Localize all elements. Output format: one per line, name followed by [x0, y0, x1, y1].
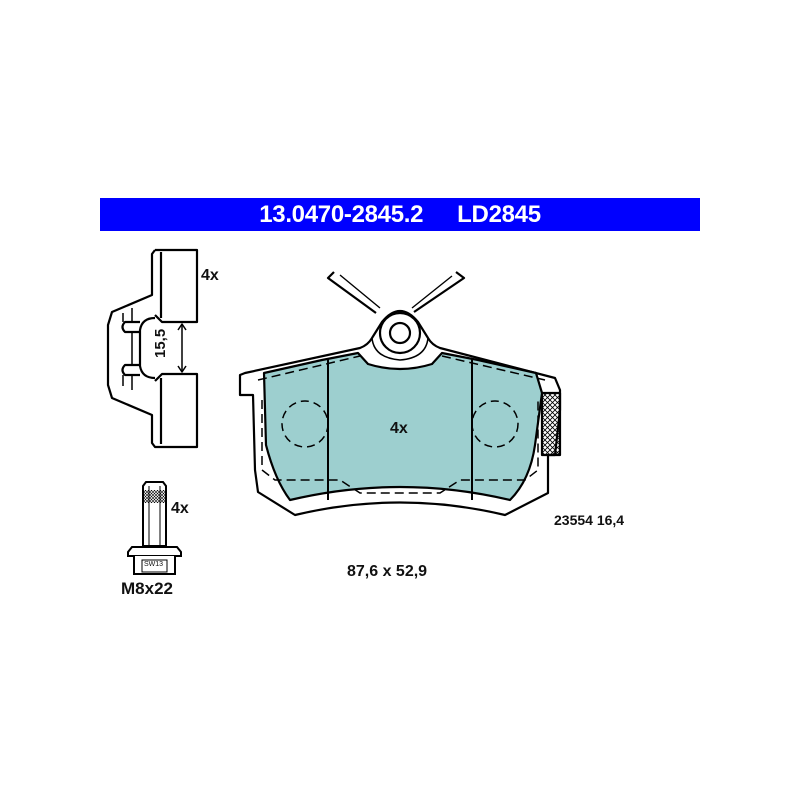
- part-number: 13.0470-2845.2: [259, 200, 424, 228]
- bolt-drawing: [127, 481, 182, 575]
- bolt-wrench-size: SW13: [144, 561, 164, 568]
- bolt-size: M8x22: [121, 579, 173, 598]
- reference-code: LD2845: [457, 200, 541, 228]
- pad-wva-thickness: 23554 16,4: [554, 512, 625, 528]
- bolt-quantity: 4x: [171, 500, 189, 517]
- clip-quantity: 4x: [201, 267, 219, 284]
- retaining-clip: [106, 248, 199, 449]
- header-banner: 13.0470-2845.2 LD2845: [100, 198, 700, 231]
- clip-dimension: 15,5: [152, 328, 169, 358]
- brake-pad-drawing: [238, 271, 562, 517]
- pad-dimensions: 87,6 x 52,9: [347, 563, 428, 580]
- pad-quantity: 4x: [390, 420, 408, 437]
